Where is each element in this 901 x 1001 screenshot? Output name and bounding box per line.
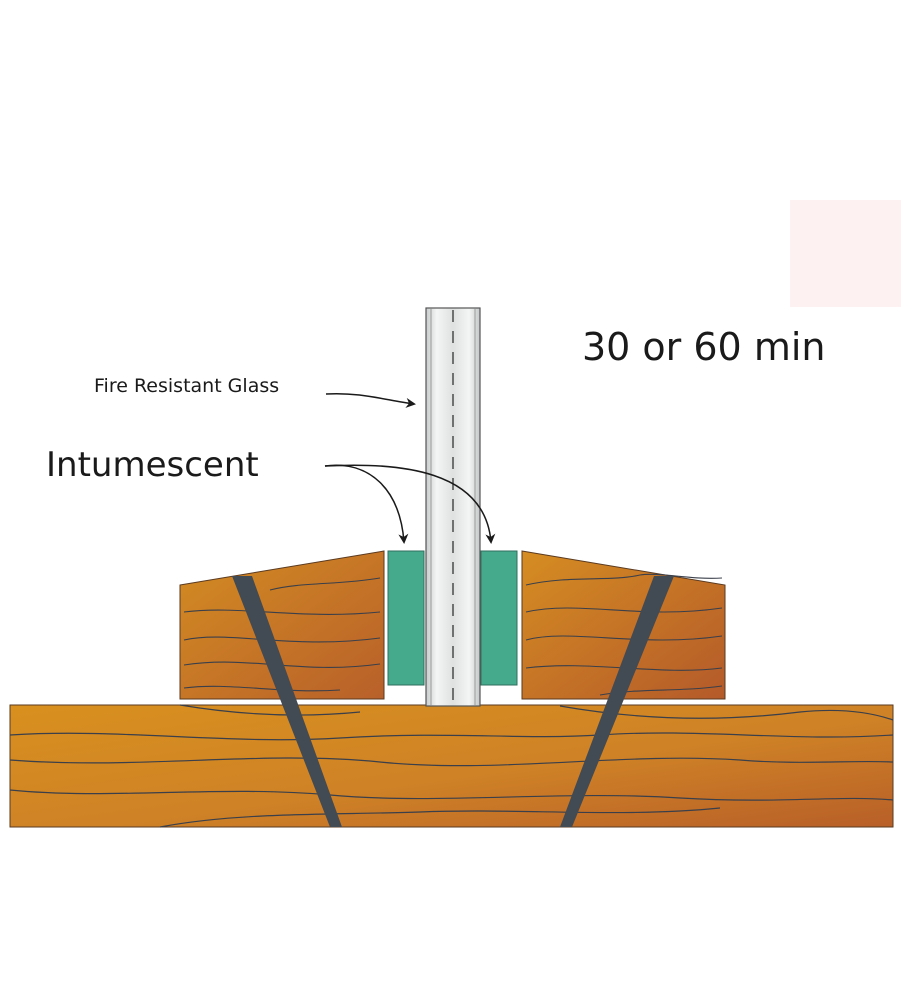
fixing-pin-left <box>232 576 342 827</box>
intumescent-arrow-left <box>324 464 409 544</box>
glass-label: Fire Resistant Glass <box>94 375 279 397</box>
glazing-bead-right <box>521 550 726 700</box>
timber-frame <box>9 704 894 828</box>
intumescent-label: Intumescent <box>46 445 259 485</box>
glazing-bead-left <box>179 550 385 700</box>
timber-grain-lines <box>9 704 894 828</box>
intumescent-arrow-right <box>324 464 496 544</box>
glass-arrow <box>325 392 416 408</box>
fixing-pin-right <box>560 576 674 827</box>
intumescent-strip-right <box>480 550 518 686</box>
fire-rating-label: 30 or 60 min <box>582 325 825 369</box>
fire-resistant-glass-pane <box>425 307 481 707</box>
intumescent-strip-left <box>387 550 425 686</box>
background-tint <box>790 200 901 307</box>
